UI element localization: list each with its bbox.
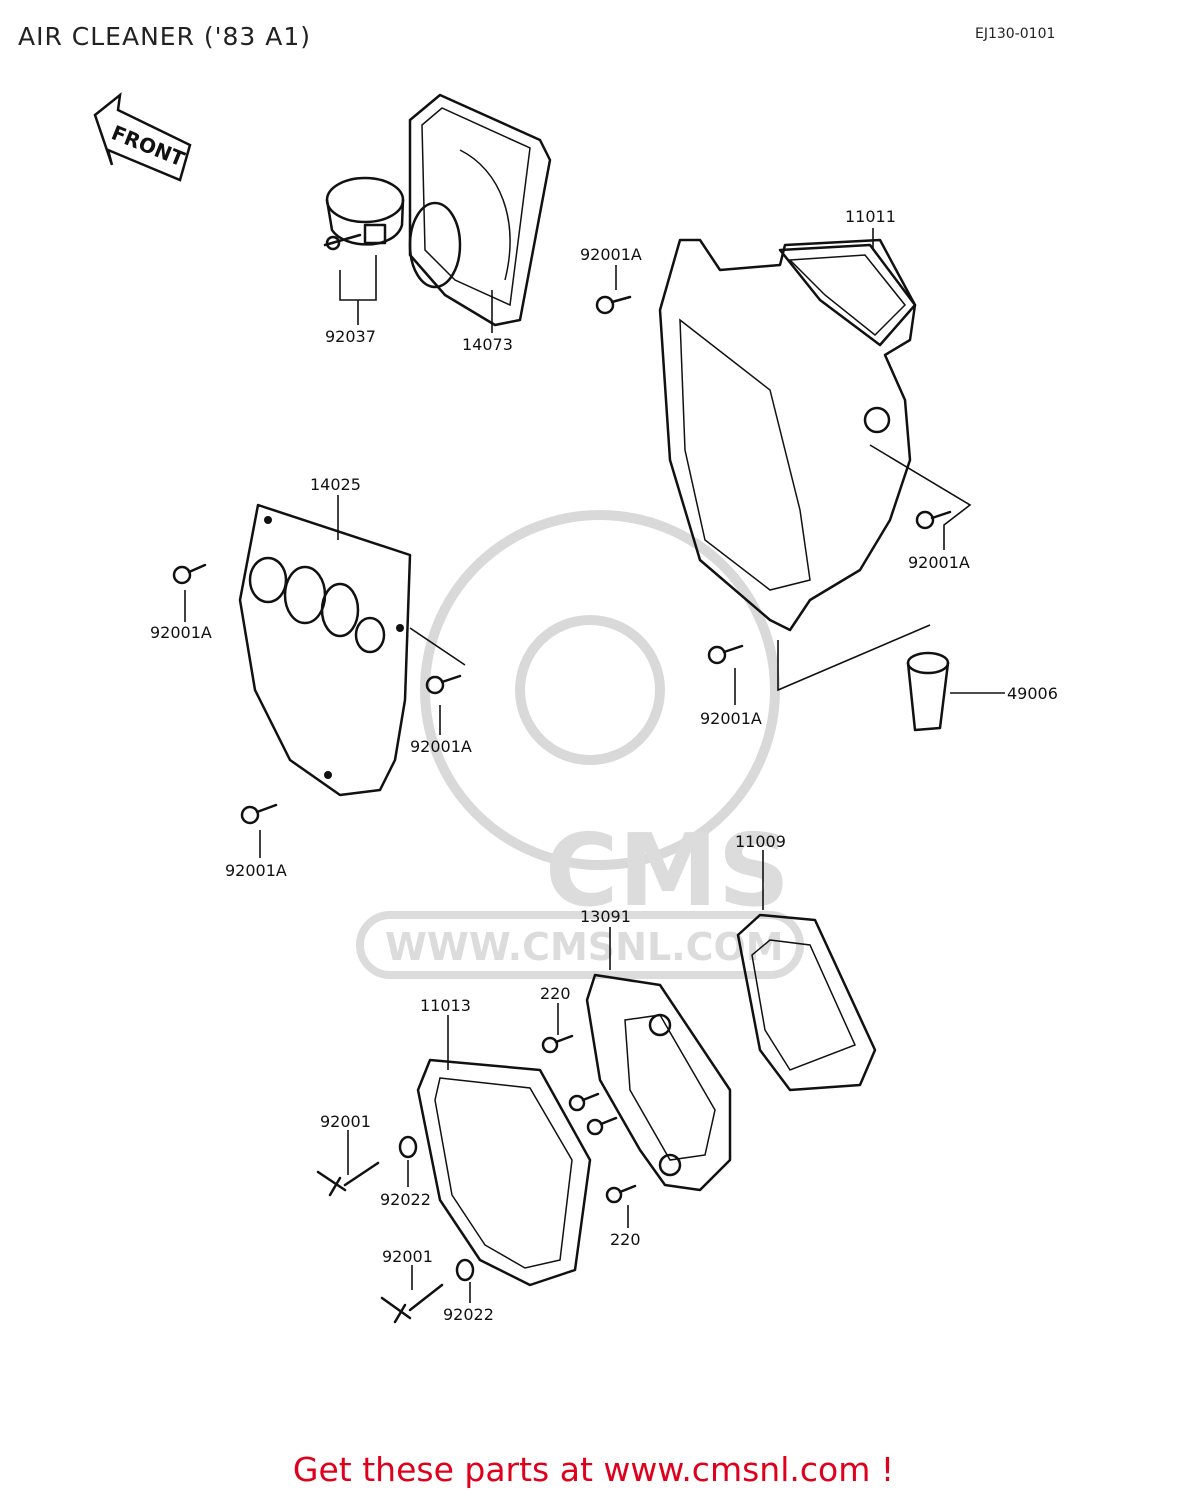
washer-92022-a [398, 1135, 418, 1159]
bolt-220-mid-b [586, 1116, 618, 1136]
wing-bolt-92001-a [316, 1161, 380, 1197]
label-92001a-bottom: 92001A [225, 861, 287, 880]
bolt-92001a-bottom [240, 803, 278, 825]
footer-link-text[interactable]: Get these parts at www.cmsnl.com ! [292, 1450, 895, 1489]
bolt-92001a-left [172, 563, 207, 585]
bolt-220-top [541, 1034, 574, 1054]
label-13091: 13091 [580, 907, 631, 926]
bolt-92001a-top [595, 295, 632, 315]
label-220-top: 220 [540, 984, 571, 1003]
label-92001a-left: 92001A [150, 623, 212, 642]
label-92022-b: 92022 [443, 1305, 494, 1324]
cover-11013 [416, 1058, 592, 1287]
watermark-url: WWW.CMSNL.COM [385, 925, 784, 969]
bolt-92001a-right [915, 510, 952, 530]
label-92001-a: 92001 [320, 1112, 371, 1131]
label-220-bottom: 220 [610, 1230, 641, 1249]
label-14025: 14025 [310, 475, 361, 494]
label-92001a-lower-mid: 92001A [700, 709, 762, 728]
wing-bolt-92001-b [380, 1283, 444, 1324]
label-92001a-top: 92001A [580, 245, 642, 264]
air-box-11011 [658, 238, 917, 632]
watermark: CMS WWW.CMSNL.COM [356, 510, 804, 979]
diagram-title: AIR CLEANER ('83 A1) [18, 22, 312, 51]
label-92001a-center: 92001A [410, 737, 472, 756]
label-92037: 92037 [325, 327, 376, 346]
label-11013: 11013 [420, 996, 471, 1015]
label-11011: 11011 [845, 207, 896, 226]
gasket-11009 [736, 913, 877, 1092]
watermark-brand: CMS [545, 812, 790, 929]
intake-duct-14073 [408, 93, 552, 327]
holder-13091 [585, 973, 732, 1192]
front-arrow: FRONT [93, 92, 192, 182]
bolt-220-mid-a [568, 1092, 600, 1112]
bolts [172, 295, 952, 1324]
part-labels: 11011 92001A 92037 14073 14025 92001A 92… [150, 207, 1058, 1324]
label-14073: 14073 [462, 335, 513, 354]
leader-lines [184, 228, 1005, 1303]
hose-clamp-92037 [323, 176, 405, 251]
diagram-code: EJ130-0101 [975, 26, 1056, 42]
plate-14025 [238, 503, 412, 797]
bolt-92001a-lower-mid [707, 644, 744, 665]
label-92001a-right: 92001A [908, 553, 970, 572]
bolt-220-bottom [605, 1184, 637, 1204]
label-92001-b: 92001 [382, 1247, 433, 1266]
washer-92022-b [455, 1258, 475, 1282]
parts-diagram: CMS WWW.CMSNL.COM FRONT [93, 92, 1058, 1324]
label-11009: 11009 [735, 832, 786, 851]
bolt-92001a-center [425, 674, 462, 695]
drain-cap-49006 [906, 651, 950, 732]
label-49006: 49006 [1007, 684, 1058, 703]
label-92022-a: 92022 [380, 1190, 431, 1209]
